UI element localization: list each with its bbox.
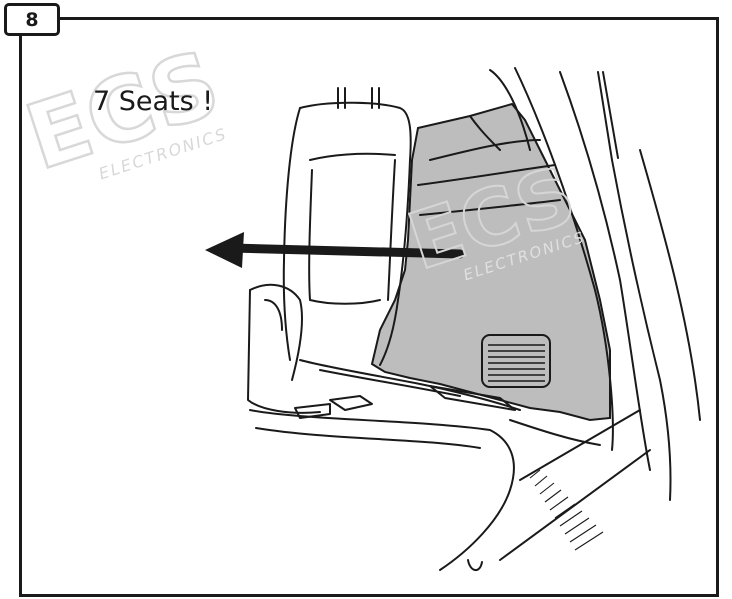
step-number: 8 xyxy=(25,8,39,31)
callout-label: 7 Seats ! xyxy=(93,86,214,117)
tie-down-hook xyxy=(467,559,483,571)
vent-grille xyxy=(481,334,551,388)
direction-arrow xyxy=(205,232,465,268)
illustration-frame xyxy=(19,17,719,597)
sill-plate-grille xyxy=(529,469,604,551)
step-number-badge: 8 xyxy=(4,3,60,36)
